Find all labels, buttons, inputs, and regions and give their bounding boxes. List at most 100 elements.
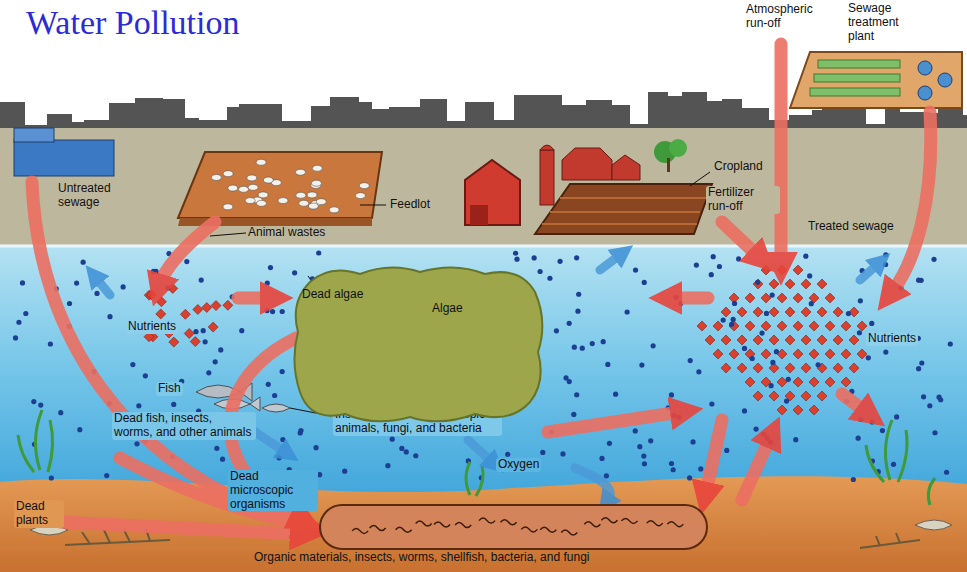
oxygen-dot xyxy=(944,470,949,475)
nutrient xyxy=(777,405,787,415)
oxygen-dot xyxy=(717,264,722,269)
nutrient xyxy=(761,265,771,275)
node-text: Algae xyxy=(432,302,463,316)
worm xyxy=(352,528,368,533)
cow xyxy=(263,177,273,183)
cow xyxy=(299,200,309,206)
oxygen-dot xyxy=(38,402,43,407)
oxygen-dot xyxy=(505,452,510,457)
nutrient xyxy=(729,321,739,331)
oxygen-dot xyxy=(268,265,273,270)
callout-label: Sewage treatment plant xyxy=(846,2,930,43)
node-text: Organic materials, insects, worms, shell… xyxy=(254,551,589,565)
node-heading: Dead algae xyxy=(302,288,363,302)
nutrient xyxy=(223,300,233,310)
oxygen-dot xyxy=(604,473,609,478)
oxygen-dot xyxy=(184,259,189,264)
nutrient xyxy=(825,293,835,303)
cow xyxy=(296,192,306,198)
oxygen-dot xyxy=(280,369,285,374)
nutrient xyxy=(785,279,795,289)
oxygen-dot xyxy=(206,370,211,375)
cow xyxy=(355,193,365,199)
nutrient xyxy=(211,301,221,311)
oxygen-dot xyxy=(48,341,53,346)
oxygen-dot xyxy=(567,321,572,326)
oxygen-dot xyxy=(755,280,760,285)
nutrient xyxy=(156,297,166,307)
oxygen-dot xyxy=(932,430,937,435)
oxygen-dot xyxy=(193,329,198,334)
water-surface xyxy=(0,245,967,248)
nutrient xyxy=(841,349,851,359)
oxygen-dot xyxy=(687,475,692,480)
oxygen-dot xyxy=(74,280,79,285)
nutrient xyxy=(793,293,803,303)
nutrient xyxy=(825,377,835,387)
oxygen-dot xyxy=(201,328,206,333)
cow xyxy=(307,192,317,198)
oxygen-dot xyxy=(919,360,924,365)
oxygen-dot xyxy=(554,328,559,333)
oxygen-dot xyxy=(851,477,856,482)
callout-label: Treated sewage xyxy=(806,220,896,234)
oxygen-dot xyxy=(413,453,418,458)
nutrient xyxy=(190,337,200,347)
title: Water Pollution xyxy=(26,4,240,42)
oxygen-dot xyxy=(858,417,863,422)
nutrient xyxy=(713,321,723,331)
oxygen-dot xyxy=(690,439,695,444)
oxygen-dot xyxy=(894,414,899,419)
oxygen-dot xyxy=(575,309,580,314)
oxygen-dot xyxy=(298,430,303,435)
nutrient xyxy=(849,363,859,373)
oxygen-dot xyxy=(342,469,347,474)
sewage-treatment-plant xyxy=(790,52,962,108)
oxygen-dot xyxy=(807,273,812,278)
sediment-layer: Organic materials, insects, worms, shell… xyxy=(250,503,709,567)
nutrient xyxy=(793,265,803,275)
cropland xyxy=(535,184,712,234)
worm xyxy=(370,525,386,530)
cow xyxy=(228,185,238,191)
nutrient xyxy=(193,304,203,314)
oxygen-dot xyxy=(203,339,208,344)
worm xyxy=(667,522,683,527)
nutrient xyxy=(753,335,763,345)
oxygen-dot xyxy=(239,328,244,333)
worm xyxy=(455,522,471,527)
nutrient xyxy=(208,322,218,332)
oxygen-dot xyxy=(313,445,318,450)
nutrient xyxy=(833,363,843,373)
oxygen-arrows xyxy=(96,255,878,500)
nutrient xyxy=(777,293,787,303)
callout-label: Oxygen xyxy=(496,458,541,472)
nutrient xyxy=(184,328,194,338)
oxygen-dot xyxy=(858,298,863,303)
oxygen-dot xyxy=(23,311,28,316)
oxygen-dot xyxy=(803,254,808,259)
nutrient xyxy=(721,335,731,345)
sediment-oval xyxy=(318,503,709,551)
flow-arrows xyxy=(32,44,931,534)
oxygen-dot xyxy=(764,311,769,316)
nutrient xyxy=(785,363,795,373)
oxygen-dot xyxy=(130,362,135,367)
oxygen-dot xyxy=(276,455,281,460)
oxygen-dot xyxy=(754,427,759,432)
feedlot xyxy=(178,152,382,226)
oxygen-dot xyxy=(513,251,518,256)
oxygen-dot xyxy=(669,392,674,397)
nutrient xyxy=(817,391,827,401)
callout-label: Dead plants xyxy=(14,500,64,528)
oxygen-dot xyxy=(721,317,726,322)
oxygen-dot xyxy=(731,317,736,322)
cow xyxy=(258,192,268,198)
nutrient xyxy=(769,391,779,401)
oxygen-dot xyxy=(576,292,581,297)
worm xyxy=(584,522,600,527)
oxygen-dot xyxy=(857,330,862,335)
nutrient xyxy=(769,279,779,289)
